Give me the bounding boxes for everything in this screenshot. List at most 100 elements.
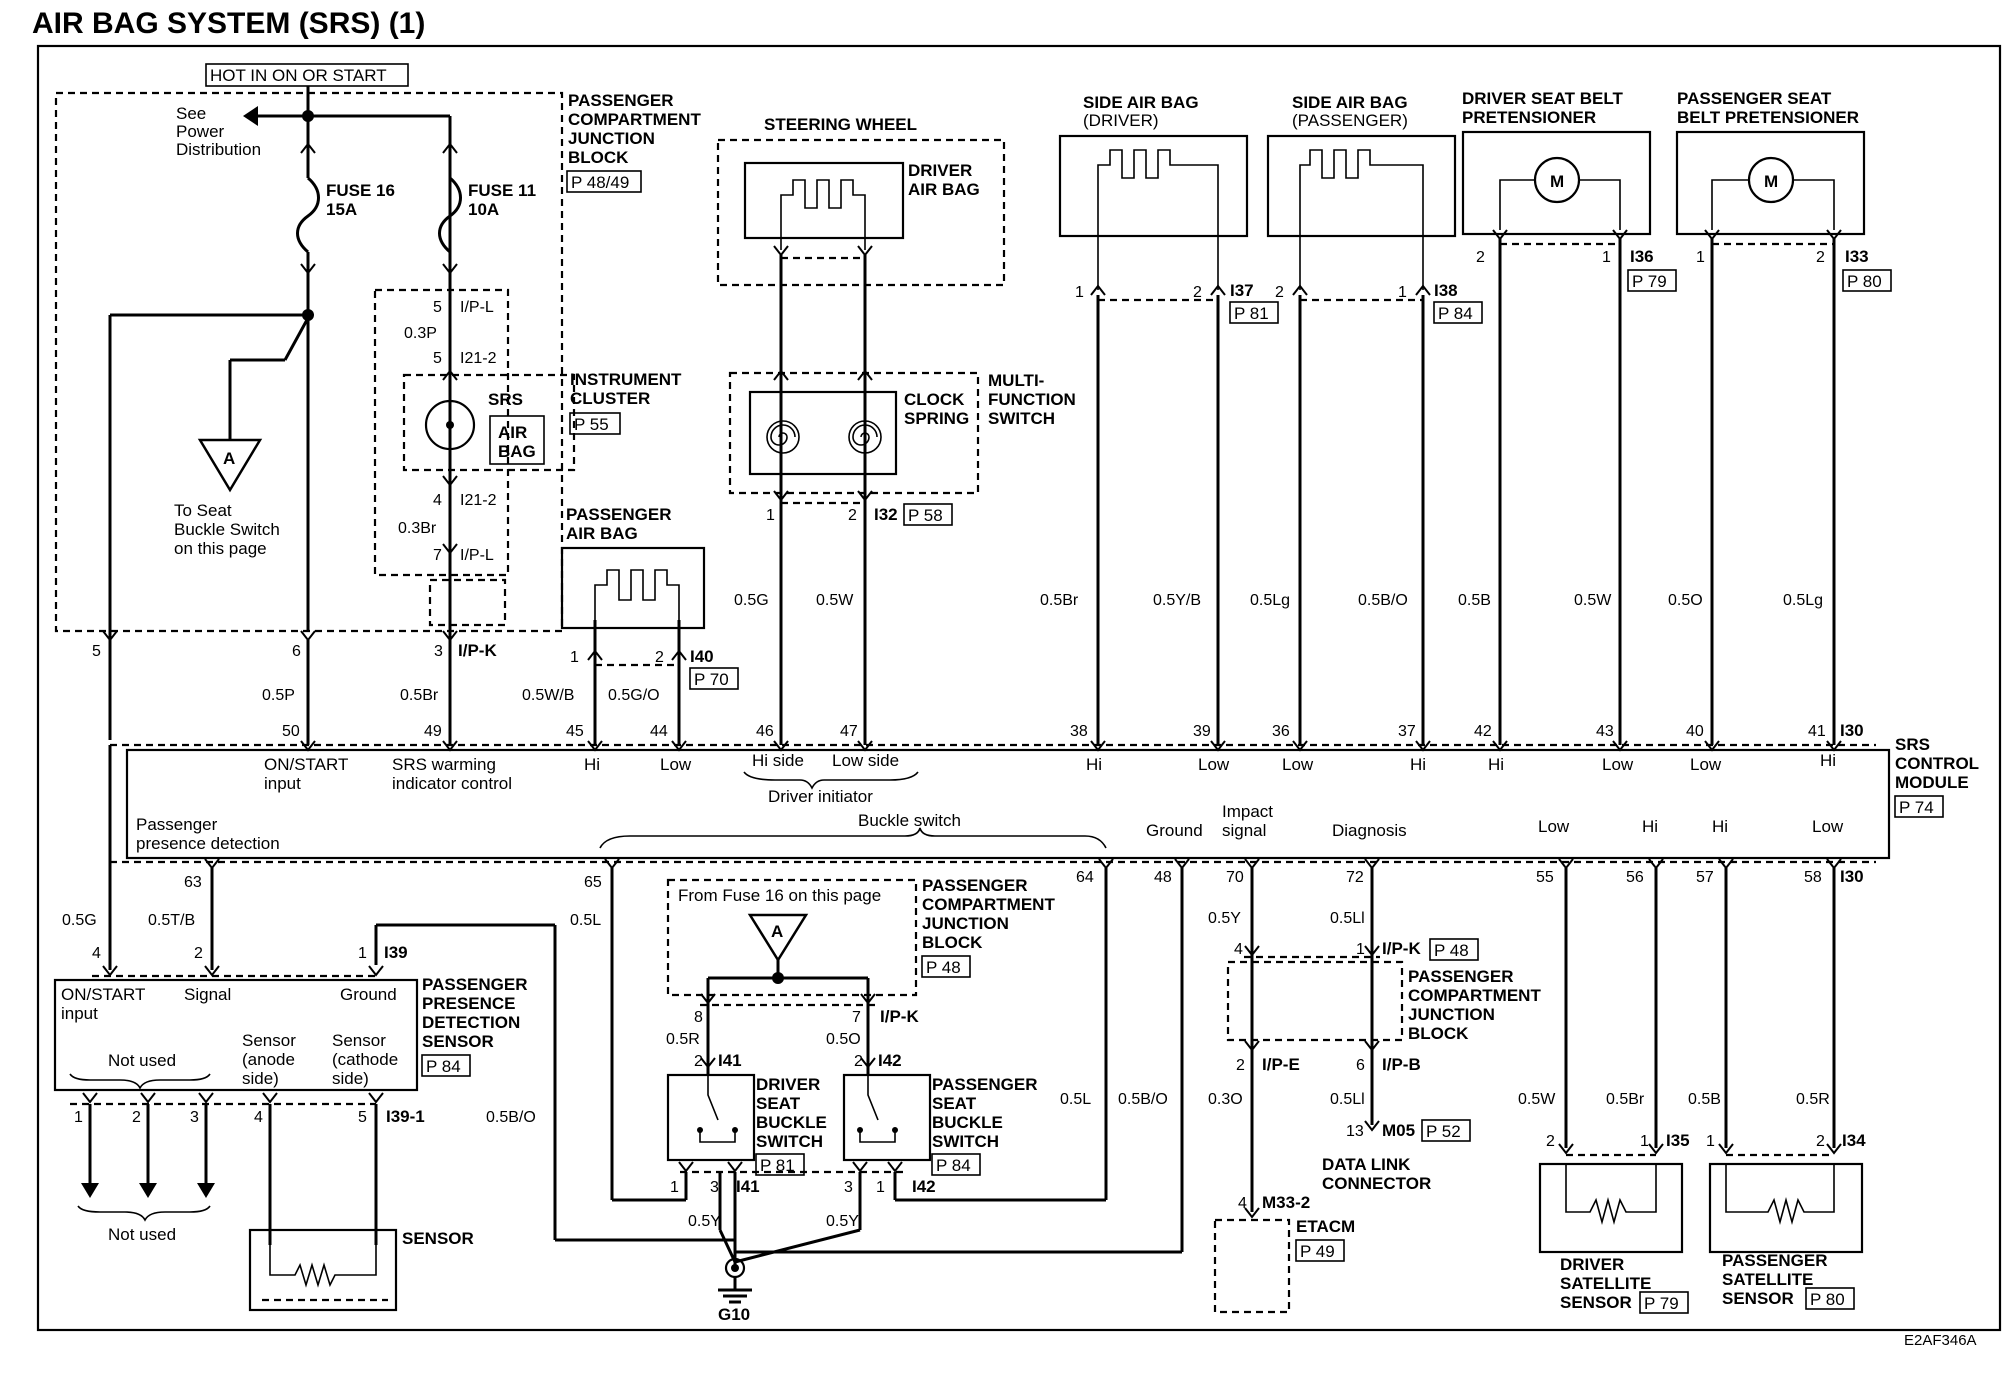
conn-i21-bot: I21-2: [460, 492, 497, 509]
air-lamp-label: AIR: [498, 423, 527, 442]
srs-low-dss: Low: [1538, 817, 1570, 836]
wire-05go: 0.5G/O: [608, 687, 660, 704]
pin-2-i34: 2: [1816, 1133, 1825, 1150]
p81-ref-side: P 81: [1234, 304, 1269, 323]
srs-hi-pab: Hi: [584, 755, 600, 774]
pin-63: 63: [184, 874, 202, 891]
wire-03p: 0.3P: [404, 325, 437, 342]
pin-44: 44: [650, 723, 668, 740]
wire-05bo-sab: 0.5B/O: [1358, 592, 1408, 609]
etacm-dashed-box: [1213, 1218, 1291, 1314]
pin-38: 38: [1070, 723, 1088, 740]
srs-control-module-box: [125, 748, 1891, 860]
ppds-label-4: SENSOR: [422, 1032, 494, 1051]
conn-i42: I42: [878, 1051, 902, 1070]
pin-4-ipk: 4: [1234, 941, 1243, 958]
pin-6-ipb: 6: [1356, 1057, 1365, 1074]
p49-ref: P 49: [1300, 1242, 1335, 1261]
pin-4-i21: 4: [433, 492, 442, 509]
p80-box-sat: [1805, 1287, 1855, 1310]
p84-ref-side: P 84: [1438, 304, 1473, 323]
pcjb-buckle-l4: BLOCK: [922, 933, 983, 952]
fuse-16-name: FUSE 16: [326, 181, 395, 200]
conn-ipb: I/P-B: [1382, 1055, 1421, 1074]
pin-2-i38: 2: [1275, 284, 1284, 301]
pin-1-ppds-bot: 1: [74, 1109, 83, 1126]
triangle-a-buckle: A: [771, 922, 783, 941]
wire-05li-bot: 0.5Ll: [1330, 1091, 1365, 1108]
wire-05bo-right: 0.5B/O: [1118, 1091, 1168, 1108]
ppds-anode-2: side): [242, 1069, 279, 1088]
p79-ref-sat: P 79: [1644, 1294, 1679, 1313]
pcjb-buckle-dashed-box: [666, 878, 918, 997]
multi-function-l1: MULTI-: [988, 371, 1044, 390]
instrument-cluster-ref: P 55: [574, 415, 609, 434]
ppds-not-used: Not used: [108, 1051, 176, 1070]
srs-module-l3: MODULE: [1895, 773, 1969, 792]
wire-05w-pt: 0.5W: [1574, 592, 1612, 609]
srs-hi-sabd: Hi: [1086, 755, 1102, 774]
wire-05o-pt: 0.5O: [1668, 592, 1703, 609]
pin-4-m33: 4: [1238, 1195, 1247, 1212]
instrument-cluster-l2: CLUSTER: [570, 389, 650, 408]
wire-05l-left: 0.5L: [570, 912, 601, 929]
passenger-air-bag-l2: AIR BAG: [566, 524, 638, 543]
driver-sat-box: [1538, 1162, 1684, 1254]
p74-ref: P 74: [1899, 798, 1934, 817]
pin-5-left: 5: [92, 643, 101, 660]
pcjb-buckle-l1: PASSENGER: [922, 876, 1028, 895]
page-title: AIR BAG SYSTEM (SRS) (1): [32, 7, 425, 40]
from-fuse-label: From Fuse 16 on this page: [678, 886, 881, 905]
conn-i37: I37: [1230, 281, 1254, 300]
conn-i30-bot: I30: [1840, 867, 1864, 886]
pcjb-ref: P 48/49: [571, 173, 629, 192]
p58-ref: P 58: [908, 506, 943, 525]
bag-lamp-label: BAG: [498, 442, 536, 461]
fuse-16-amp: 15A: [326, 200, 357, 219]
pin-55: 55: [1536, 869, 1554, 886]
conn-i39: I39: [384, 943, 408, 962]
p58-box: [903, 503, 953, 526]
conn-ipl-bot: I/P-L: [460, 547, 494, 564]
conn-m33-2: M33-2: [1262, 1193, 1310, 1212]
conn-i42-bot: I42: [912, 1177, 936, 1196]
srs-lamp-label: SRS: [488, 390, 523, 409]
multi-function-l2: FUNCTION: [988, 390, 1076, 409]
clock-spring-l2: SPRING: [904, 409, 969, 428]
pin-50: 50: [282, 723, 300, 740]
driver-air-bag-box: [743, 161, 905, 240]
wire-05y-impact: 0.5Y: [1208, 910, 1241, 927]
driver-air-bag-l2: AIR BAG: [908, 180, 980, 199]
srs-impact-2: signal: [1222, 821, 1266, 840]
srs-diagnosis: Diagnosis: [1332, 821, 1407, 840]
passenger-buckle-l3: BUCKLE: [932, 1113, 1003, 1132]
pin-2-i32: 2: [848, 507, 857, 524]
srs-ppd-2: presence detection: [136, 834, 280, 853]
wire-05g-sw: 0.5G: [734, 592, 769, 609]
pin-7-ipk-buckle: 7: [852, 1009, 861, 1026]
pcjb-label-4: BLOCK: [568, 148, 629, 167]
srs-module-l1: SRS: [1895, 735, 1930, 754]
driver-buckle-l2: SEAT: [756, 1094, 801, 1113]
ppds-on-start: ON/START: [61, 985, 145, 1004]
pcjb-diag-l1: PASSENGER: [1408, 967, 1514, 986]
p80-ref-sat: P 80: [1810, 1290, 1845, 1309]
seat-buckle-note-2: Buckle Switch: [174, 520, 280, 539]
wire-05tb: 0.5T/B: [148, 912, 195, 929]
diagram-frame: [36, 44, 2002, 1332]
clock-spring-l1: CLOCK: [904, 390, 965, 409]
conn-i33: I33: [1845, 247, 1869, 266]
passenger-buckle-l4: SWITCH: [932, 1132, 999, 1151]
p48-ref-buckle: P 48: [926, 958, 961, 977]
srs-low-pab: Low: [660, 755, 692, 774]
pin-47: 47: [840, 723, 858, 740]
side-air-bag-pass-l2: (PASSENGER): [1292, 111, 1408, 130]
p79-ref-pt: P 79: [1632, 272, 1667, 291]
conn-ipe: I/P-E: [1262, 1055, 1300, 1074]
wire-05l-right: 0.5L: [1060, 1091, 1091, 1108]
wire-05g-ppds: 0.5G: [62, 912, 97, 929]
ppds-ground: Ground: [340, 985, 397, 1004]
p81-ref-buckle: P 81: [760, 1156, 795, 1175]
pin-1-ipk: 1: [1356, 941, 1365, 958]
conn-ipl-top: I/P-L: [460, 299, 494, 316]
